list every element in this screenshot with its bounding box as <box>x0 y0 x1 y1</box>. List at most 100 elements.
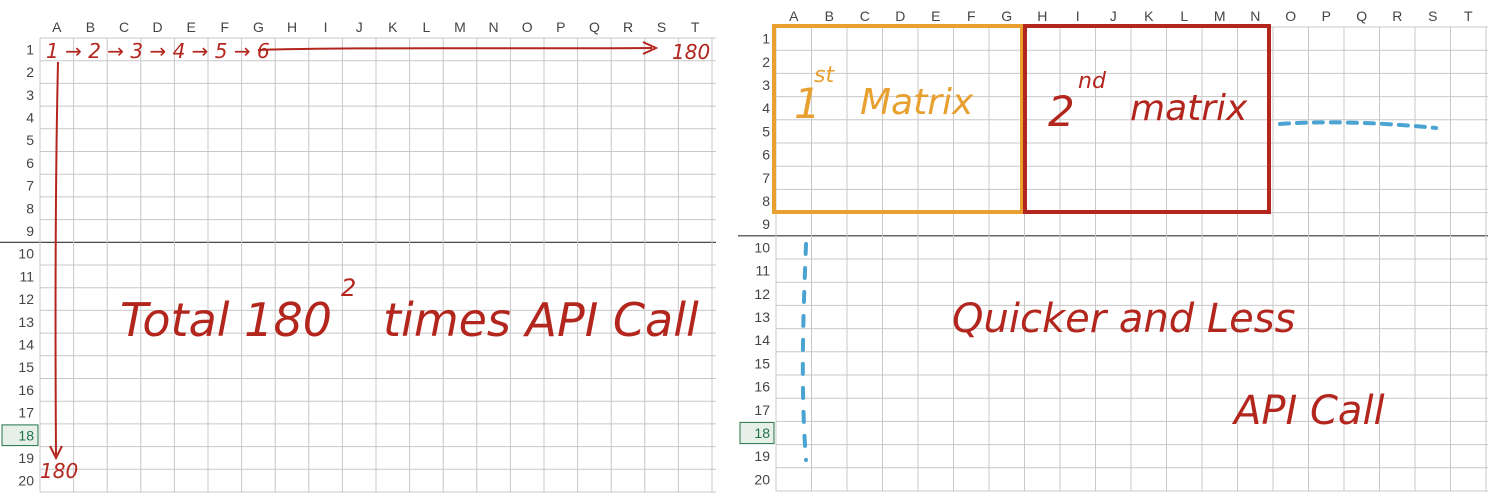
column-header[interactable]: E <box>931 8 940 24</box>
column-header[interactable]: B <box>825 8 834 24</box>
second-matrix-number: 2 <box>1048 87 1075 136</box>
selected-row-header[interactable] <box>739 421 775 445</box>
column-arrow-line <box>54 61 59 456</box>
row-header[interactable]: 15 <box>18 359 34 375</box>
column-sequence-annotation: 180 <box>40 61 78 483</box>
column-header[interactable]: M <box>1214 8 1226 24</box>
column-header[interactable]: G <box>1001 8 1012 24</box>
row-header[interactable]: 2 <box>762 54 770 70</box>
row-header[interactable]: 1 <box>26 41 34 57</box>
row-header[interactable]: 10 <box>18 246 34 262</box>
row-header[interactable]: 5 <box>26 132 34 148</box>
second-matrix-ordinal: nd <box>1078 69 1107 94</box>
column-header[interactable]: P <box>556 19 565 35</box>
column-header[interactable]: E <box>187 19 196 35</box>
column-header[interactable]: C <box>860 8 870 24</box>
column-header[interactable]: R <box>1392 8 1402 24</box>
column-header[interactable]: M <box>454 19 466 35</box>
row-header[interactable]: 10 <box>754 239 770 255</box>
column-header[interactable]: K <box>1144 8 1154 24</box>
row-header[interactable]: 7 <box>26 178 34 194</box>
column-header[interactable]: A <box>789 8 799 24</box>
row-header[interactable]: 19 <box>754 448 770 464</box>
column-header[interactable]: Q <box>1356 8 1367 24</box>
column-header[interactable]: J <box>1110 8 1117 24</box>
times-api-call-text: times API Call <box>383 293 699 347</box>
row-header[interactable]: 13 <box>18 314 34 330</box>
row-header[interactable]: 4 <box>26 109 34 125</box>
row-header[interactable]: 1 <box>762 31 770 47</box>
total-text: Total 180 <box>120 293 332 347</box>
column-header[interactable]: B <box>86 19 95 35</box>
row-header[interactable]: 14 <box>754 332 770 348</box>
row-header[interactable]: 16 <box>754 379 770 395</box>
second-matrix-word: matrix <box>1130 88 1248 129</box>
row-header[interactable]: 3 <box>762 77 770 93</box>
row-header[interactable]: 20 <box>18 473 34 489</box>
row-header[interactable]: 13 <box>754 309 770 325</box>
row-header[interactable]: 19 <box>18 450 34 466</box>
row-header[interactable]: 9 <box>762 216 770 232</box>
row-header[interactable]: 8 <box>762 193 770 209</box>
column-header[interactable]: S <box>1428 8 1437 24</box>
row-header[interactable]: 9 <box>26 223 34 239</box>
row-header[interactable]: 6 <box>762 147 770 163</box>
row-header[interactable]: 3 <box>26 87 34 103</box>
column-header[interactable]: Q <box>589 19 600 35</box>
column-header[interactable]: P <box>1322 8 1331 24</box>
row-header[interactable]: 12 <box>18 291 34 307</box>
column-header[interactable]: G <box>253 19 264 35</box>
row-header[interactable]: 11 <box>755 263 770 279</box>
sequence-start-text: 1 → 2 → 3 → 4 → 5 → 6 <box>46 39 270 63</box>
column-header[interactable]: S <box>657 19 666 35</box>
column-header[interactable]: A <box>52 19 62 35</box>
row-header[interactable]: 5 <box>762 123 770 139</box>
total-calls-annotation: Total 180 2 times API Call <box>120 274 699 347</box>
selected-row-header[interactable] <box>1 424 39 447</box>
column-header[interactable]: I <box>1076 8 1080 24</box>
column-header[interactable]: L <box>423 19 431 35</box>
row-header[interactable]: 6 <box>26 155 34 171</box>
quicker-less-text: Quicker and Less <box>952 296 1295 342</box>
column-header[interactable]: D <box>895 8 905 24</box>
column-header[interactable]: I <box>324 19 328 35</box>
row-header[interactable]: 18 <box>754 425 770 441</box>
column-header[interactable]: K <box>388 19 398 35</box>
row-header[interactable]: 18 <box>18 427 34 443</box>
row-header[interactable]: 12 <box>754 286 770 302</box>
right-grid-lines <box>738 26 1488 492</box>
row-header[interactable]: 20 <box>754 471 770 487</box>
column-header[interactable]: O <box>522 19 533 35</box>
row-header[interactable]: 15 <box>754 355 770 371</box>
row-header[interactable]: 4 <box>762 100 770 116</box>
row-header[interactable]: 7 <box>762 170 770 186</box>
row-header[interactable]: 14 <box>18 336 34 352</box>
column-header[interactable]: C <box>119 19 129 35</box>
column-header[interactable]: L <box>1180 8 1188 24</box>
row-header[interactable]: 17 <box>18 405 34 421</box>
horizontal-continuation-dashes <box>1278 120 1438 130</box>
column-header[interactable]: F <box>221 19 230 35</box>
column-header[interactable]: T <box>1464 8 1473 24</box>
column-header[interactable]: N <box>1250 8 1260 24</box>
column-header[interactable]: D <box>153 19 163 35</box>
row-header[interactable]: 2 <box>26 64 34 80</box>
column-header[interactable]: H <box>1037 8 1047 24</box>
second-matrix-label: 2 nd matrix <box>1048 69 1248 136</box>
column-header[interactable]: R <box>623 19 633 35</box>
column-header[interactable]: F <box>967 8 976 24</box>
row-header[interactable]: 16 <box>18 382 34 398</box>
row-header[interactable]: 11 <box>19 268 34 284</box>
second-matrix-box <box>1023 24 1271 214</box>
column-header[interactable]: T <box>691 19 700 35</box>
row-sequence-annotation: 1 → 2 → 3 → 4 → 5 → 6 180 <box>46 39 710 64</box>
column-header[interactable]: J <box>356 19 363 35</box>
column-header[interactable]: O <box>1285 8 1296 24</box>
column-header[interactable]: H <box>287 19 297 35</box>
column-header[interactable]: N <box>489 19 499 35</box>
row-header[interactable]: 8 <box>26 200 34 216</box>
row-header[interactable]: 17 <box>754 402 770 418</box>
